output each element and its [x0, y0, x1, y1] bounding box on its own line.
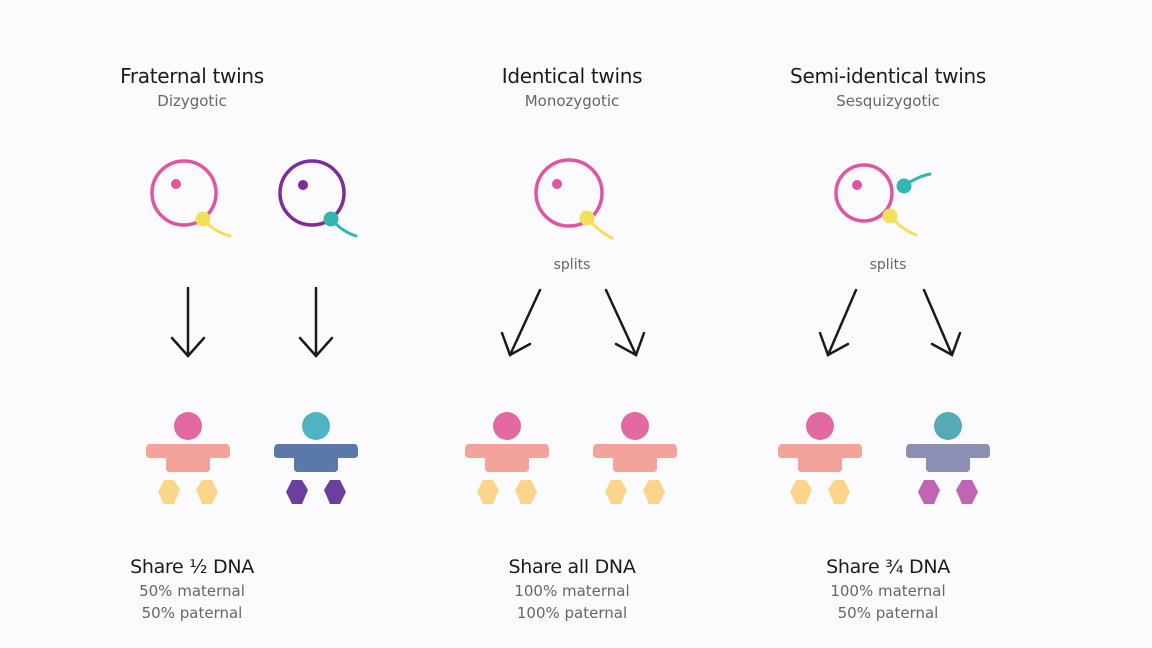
splits-label: splits: [869, 257, 907, 273]
paternal-percent: 50% paternal: [141, 604, 243, 622]
paternal-percent: 50% paternal: [837, 604, 939, 622]
baby-figure-pink: [778, 412, 862, 504]
column-identical: Identical twins Monozygotic splits Share…: [380, 0, 764, 648]
maternal-percent: 100% maternal: [830, 582, 946, 600]
dna-share-label: Share ¾ DNA: [826, 556, 950, 578]
baby-figure-pink: [593, 412, 677, 504]
column-title: Fraternal twins: [120, 64, 264, 88]
paternal-percent: 100% paternal: [516, 604, 628, 622]
down-arrow: [298, 286, 334, 358]
column-title: Identical twins: [501, 64, 643, 88]
maternal-percent: 100% maternal: [514, 582, 630, 600]
column-subtitle: Dizygotic: [157, 92, 227, 110]
column-subtitle: Monozygotic: [524, 92, 620, 110]
egg-with-sperm-pink: [150, 159, 232, 238]
diagonal-arrow-right: [922, 288, 962, 357]
baby-figure-pink: [465, 412, 549, 504]
splits-label: splits: [553, 257, 591, 273]
down-arrow: [170, 286, 206, 358]
dna-share-label: Share ½ DNA: [130, 556, 254, 578]
column-fraternal: Fraternal twins Dizygotic Share ½ DNA 50…: [0, 0, 384, 648]
baby-figure-teal-grey: [906, 412, 990, 504]
egg-with-two-sperm: [834, 163, 932, 237]
baby-figure-pink: [146, 412, 230, 504]
egg-with-sperm-purple: [278, 159, 358, 238]
diagonal-arrow-left: [500, 288, 542, 357]
egg-with-sperm-pink: [534, 158, 614, 240]
baby-figure-blue-purple: [274, 412, 358, 504]
column-title: Semi-identical twins: [790, 64, 986, 88]
diagonal-arrow-left: [818, 288, 858, 357]
diagonal-arrow-right: [604, 288, 646, 357]
column-semi-identical: Semi-identical twins Sesquizygotic split…: [696, 0, 1080, 648]
dna-share-label: Share all DNA: [508, 556, 636, 578]
column-subtitle: Sesquizygotic: [836, 92, 940, 110]
maternal-percent: 50% maternal: [139, 582, 245, 600]
